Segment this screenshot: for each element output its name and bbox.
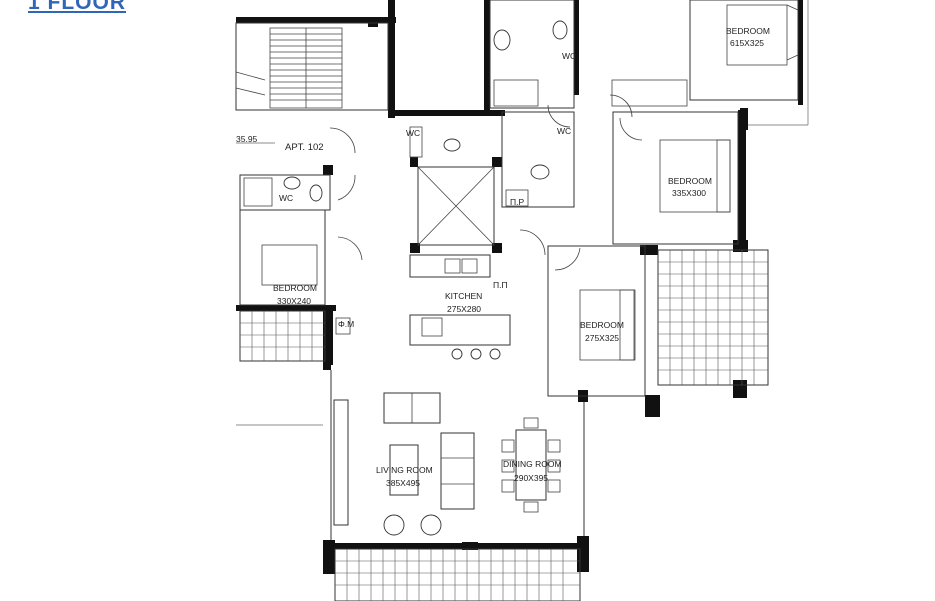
wc-label-upper: WC	[562, 51, 576, 61]
labels: 35.95 APT. 102 BEDROOM 615X325 BEDROOM 3…	[236, 26, 770, 488]
bedroom-top-right-name: BEDROOM	[726, 26, 770, 36]
bedroom-top-right-size: 615X325	[730, 38, 764, 48]
floor-title-link[interactable]: 1 FLOOR	[28, 0, 127, 14]
elevation-label: 35.95	[236, 134, 258, 144]
balcony-grid-left	[240, 311, 325, 361]
balcony-grid-right	[658, 250, 768, 385]
bedroom-middle-size: 275X325	[585, 333, 619, 343]
dining-room-size: 290X395	[514, 473, 548, 483]
wc-label-center: WC	[406, 128, 420, 138]
living-room-name: LIVING ROOM	[376, 465, 433, 475]
context-lines	[236, 0, 809, 426]
balcony-grid-bottom	[335, 549, 580, 601]
kitchen-size: 275X280	[447, 304, 481, 314]
bedroom-right-size: 335X300	[672, 188, 706, 198]
storage-label: Π.Ρ	[510, 197, 525, 207]
dining-room-name: DINING ROOM	[503, 459, 562, 469]
bedroom-middle-name: BEDROOM	[580, 320, 624, 330]
kitchen-name: KITCHEN	[445, 291, 482, 301]
pantry-label: Π.Π	[493, 280, 508, 290]
walls	[236, 0, 803, 574]
bedroom-right-name: BEDROOM	[668, 176, 712, 186]
room-outlines	[239, 0, 799, 601]
staircase	[235, 22, 389, 111]
wc-label-left: WC	[279, 193, 293, 203]
meter-label: Φ.Μ	[338, 319, 354, 329]
door-swings	[329, 94, 643, 271]
living-room-size: 385X495	[386, 478, 420, 488]
bedroom-left-name: BEDROOM	[273, 283, 317, 293]
wc-label-right: WC	[557, 126, 571, 136]
lift-shaft	[417, 166, 495, 246]
bedroom-left-size: 330X240	[277, 296, 311, 306]
apartment-label: APT. 102	[285, 142, 324, 153]
